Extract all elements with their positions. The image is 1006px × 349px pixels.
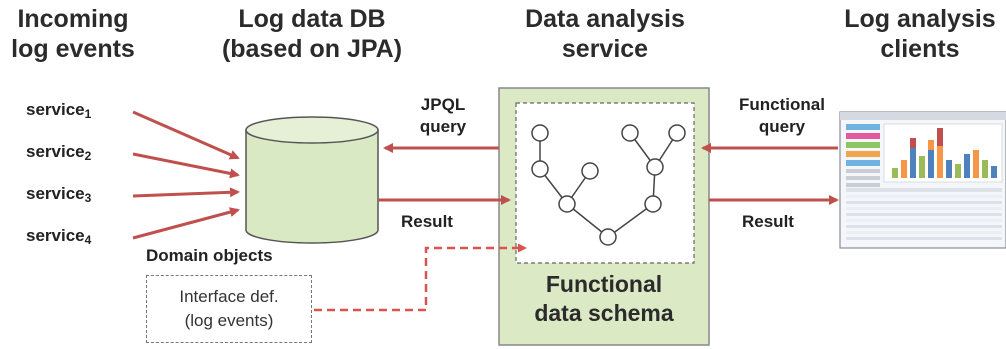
service-subscript: 1 xyxy=(84,107,92,121)
label-line: JPQL xyxy=(420,95,466,114)
label-line: query xyxy=(419,117,467,136)
service-label-3: service3 xyxy=(26,184,91,205)
header-line: service xyxy=(561,35,649,63)
result-right-label: Result xyxy=(742,212,794,231)
domain-objects-label: Domain objects xyxy=(146,246,273,265)
result-left-label: Result xyxy=(401,212,453,231)
tree-node xyxy=(621,124,639,142)
database-cylinder xyxy=(245,116,379,244)
client-screenshot xyxy=(839,111,1006,249)
schema-tree xyxy=(531,124,686,246)
header-log-analysis-clients: Log analysis clients xyxy=(838,4,1002,64)
service-label-2: service2 xyxy=(26,142,91,163)
schema-line: Functional xyxy=(545,271,663,297)
incoming-arrows xyxy=(132,110,240,240)
label-line: query xyxy=(758,117,806,136)
service-name: service xyxy=(26,226,85,245)
header-data-analysis-service: Data analysis service xyxy=(500,4,710,64)
jpql-query-label: JPQL query xyxy=(398,94,488,138)
label-line: Functional xyxy=(739,95,825,114)
service-name: service xyxy=(26,142,85,161)
service-subscript: 2 xyxy=(84,149,92,163)
header-log-data-db: Log data DB (based on JPA) xyxy=(210,4,414,64)
tree-node xyxy=(581,162,599,180)
header-line: (based on JPA) xyxy=(221,35,403,63)
tree-node xyxy=(558,195,576,213)
service-subscript: 3 xyxy=(84,191,92,205)
thumbnail-bars xyxy=(892,128,997,178)
service-label-4: service4 xyxy=(26,226,91,247)
interface-def-connector xyxy=(314,243,527,312)
thumbnail-table xyxy=(846,188,1002,240)
header-line: Log data DB xyxy=(238,5,386,33)
tree-node xyxy=(599,228,617,246)
service-name: service xyxy=(26,184,85,203)
schema-line: data schema xyxy=(534,300,674,326)
service-name: service xyxy=(26,100,85,119)
tree-node xyxy=(531,160,549,178)
interface-line: Interface def. xyxy=(179,287,279,306)
tree-node xyxy=(668,124,686,142)
header-line: log events xyxy=(11,35,135,63)
functional-query-label: Functional query xyxy=(724,94,840,138)
header-line: Log analysis xyxy=(844,5,996,33)
tree-node xyxy=(644,195,662,213)
service-label-1: service1 xyxy=(26,100,91,121)
tree-node xyxy=(531,124,549,142)
header-incoming-log-events: Incoming log events xyxy=(4,4,142,64)
functional-data-schema-label: Functional data schema xyxy=(500,270,708,328)
header-line: Data analysis xyxy=(525,5,685,33)
header-line: clients xyxy=(880,35,960,63)
tree-node xyxy=(646,158,664,176)
interface-def-box: Interface def. (log events) xyxy=(146,275,312,343)
service-subscript: 4 xyxy=(84,233,92,247)
header-line: Incoming xyxy=(17,5,129,33)
interface-line: (log events) xyxy=(184,311,274,330)
